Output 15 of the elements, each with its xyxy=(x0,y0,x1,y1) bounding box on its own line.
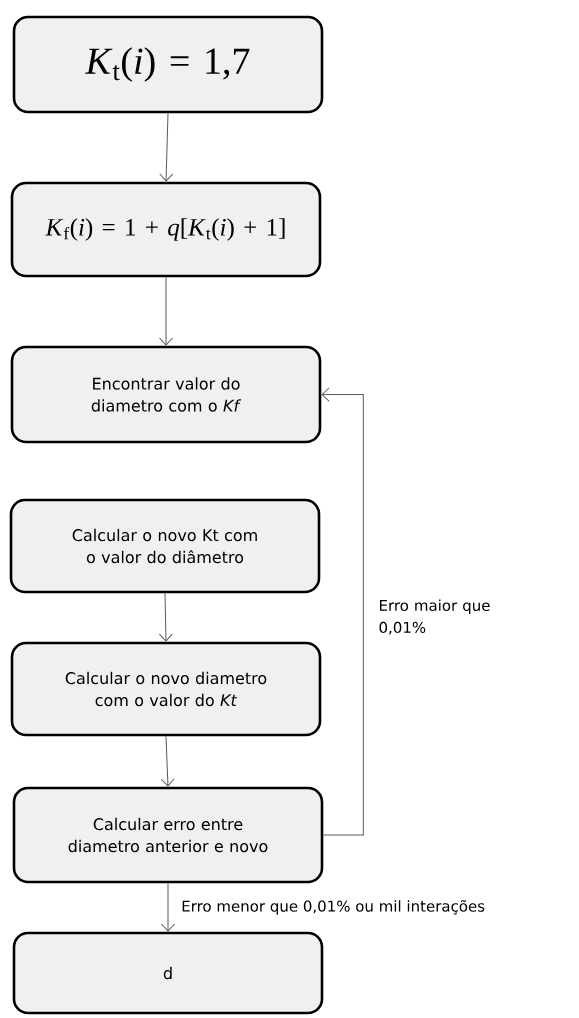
arrow xyxy=(159,276,173,346)
arrow xyxy=(161,882,175,932)
arrow xyxy=(160,735,175,787)
process-box: K$_{f}$(i) = 1 + q[K$_{t}$(i) + 1] xyxy=(10,181,322,278)
process-box: Calcular o novo diametro com o valor do Kt xyxy=(10,641,322,737)
edge-label: Erro menor que 0,01% ou mil interações xyxy=(180,898,487,916)
edge-label: Erro maior que 0,01% xyxy=(377,598,500,636)
arrow xyxy=(159,112,174,182)
arrow xyxy=(158,592,173,642)
process-box: K$_{t}$(i) = 1,7 xyxy=(12,15,324,114)
process-box: d xyxy=(12,931,324,1015)
process-box: Calcular erro entre diametro anterior e novo xyxy=(12,786,324,884)
arrow xyxy=(321,387,364,836)
process-box: Encontrar valor do diametro com o Kf xyxy=(10,345,322,444)
process-box: Calcular o novo Kt com o valor do diâmetro xyxy=(9,498,321,594)
